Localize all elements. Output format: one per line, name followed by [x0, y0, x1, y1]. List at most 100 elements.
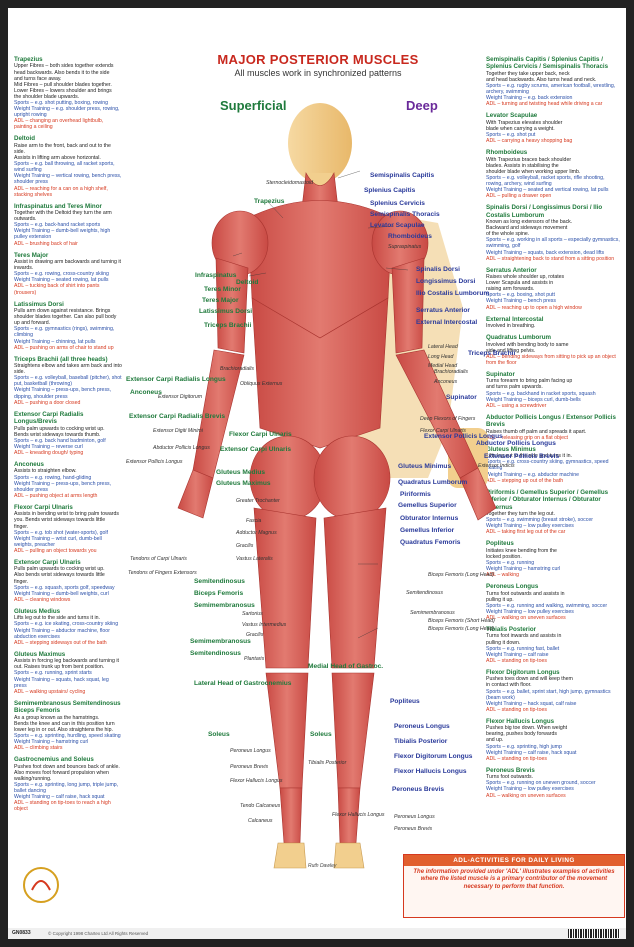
muscle-label: Teres Major	[202, 297, 239, 304]
training-line: Weight Training – dumb-bell weights, cur…	[14, 590, 109, 597]
adl-line: ADL – pushing a door closed	[14, 399, 81, 406]
muscle-label: Flexor Carpi Ulnaris	[420, 428, 466, 434]
muscle-description-line: shoulder blade when working upper limb.	[486, 168, 581, 175]
muscle-description-line: Together they take upper back, neck	[486, 70, 570, 77]
muscle-heading: Triceps Brachii (all three heads)	[14, 355, 108, 363]
muscle-description-line: Initiates knee bending from the	[486, 547, 557, 554]
muscle-label: Triceps Brachii	[468, 350, 516, 357]
adl-line: ADL – walking on uneven surfaces	[486, 792, 566, 799]
superficial-heading: Superficial	[220, 98, 287, 113]
adl-line: ADL – cleaning windows	[14, 596, 71, 603]
muscle-description-line: Assists in bending wrist to bring palm t…	[14, 511, 119, 518]
artist-signature: Ruth Dawley	[308, 863, 337, 869]
muscle-label: Biceps Femoris (Long Head)	[428, 626, 495, 632]
sports-line: Sports – e.g. back hand badminton, golf	[14, 437, 106, 444]
muscle-label: Semitendinosus	[190, 650, 241, 657]
muscle-description-line: blade when carrying a weight.	[486, 125, 555, 132]
training-line: Weight Training – calf raise, hack squat	[486, 749, 577, 756]
adl-line: ADL – carrying a heavy shopping bag	[486, 138, 573, 145]
muscle-heading: Extensor Carpi Radialis Longus/Brevis	[14, 410, 84, 426]
muscle-heading: Popliteus	[486, 540, 514, 548]
adl-line: ADL – standing on tip-toes	[486, 755, 547, 762]
muscle-label: Piriformis	[400, 491, 431, 498]
muscle-description-line: Straightens elbow and takes arm back and…	[14, 363, 122, 370]
muscle-label: Brachioradialis	[434, 369, 469, 375]
muscle-label: Tendons of Fingers Extensors	[128, 570, 197, 576]
training-line: Weight Training – e.g. shoulder press, r…	[14, 106, 120, 119]
adl-line: ADL – using a screwdriver	[486, 402, 547, 409]
training-line: Weight Training – vertical rowing, bench…	[14, 173, 122, 186]
muscle-entry: Spinalis Dorsi / Longissimus Dorsi / Ili…	[486, 204, 622, 261]
muscle-label: Extensor Carpi Radialis Brevis	[129, 413, 226, 420]
training-line: Weight Training – reverse curl	[14, 443, 83, 450]
muscle-label: Tendons of Carpi Ulnaris	[130, 556, 187, 562]
muscle-label: Splenius Cervicis	[370, 200, 425, 207]
muscle-label: Teres Minor	[204, 286, 241, 293]
muscle-label: Abductor Pollicis Longus	[476, 440, 556, 447]
muscle-label: Anconeus	[434, 379, 458, 385]
muscle-description-line: Involved with bending body to same	[486, 341, 569, 348]
muscle-label: Adductor Magnus	[236, 530, 277, 536]
muscle-label: Medial Head of Gastroc.	[308, 663, 384, 670]
training-line: Weight Training – low pulley exercises	[486, 608, 574, 615]
muscle-label: Serratus Anterior	[416, 307, 470, 314]
muscle-heading: Trapezius	[14, 56, 43, 63]
barcode-icon	[568, 929, 620, 938]
adl-line: ADL – tucking back of shirt into pants (…	[14, 283, 100, 296]
muscle-label: Extensor Digiti Minimi	[153, 428, 203, 434]
muscle-entry: Abductor Pollicis Longus / Extensor Poll…	[486, 414, 622, 441]
muscle-description-line: Lower Fibres – lowers shoulder and bring…	[14, 87, 112, 94]
muscle-description-line: Upper Fibres – both sides together exten…	[14, 63, 114, 70]
muscle-label: Gluteus Maximus	[216, 480, 271, 487]
muscle-description-line: side.	[14, 369, 25, 376]
adl-line: ADL – walking upstairs/ cycling	[14, 688, 86, 695]
muscle-label: Lateral Head	[428, 344, 458, 350]
muscle-description-line: Mid Fibres – pull shoulder blades togeth…	[14, 81, 112, 88]
adl-line: ADL – stepping up out of the bath	[486, 477, 564, 484]
muscle-label: Extensor Pollicis Brevis	[484, 453, 560, 460]
muscle-description-line: and up.	[486, 737, 504, 744]
muscle-label: Triceps Brachii	[204, 322, 252, 329]
muscle-label: Gracilis	[236, 543, 254, 549]
muscle-description-line: Together they turn the leg out.	[486, 510, 555, 517]
muscle-label: Semimembranosus	[190, 638, 251, 645]
muscle-description-line: Known as long extensors of the back.	[486, 219, 573, 226]
training-line: Weight Training – e.g. back extension	[486, 95, 573, 102]
muscle-label: Obliquus Externus	[240, 381, 283, 387]
sports-line: Sports – e.g. running, sprint starts	[14, 670, 92, 677]
muscle-label: Anconeus	[130, 389, 162, 396]
adl-line: ADL – kneading dough/ typing	[14, 449, 84, 456]
product-code: GN0833	[12, 930, 31, 936]
muscle-label: Greater Trochanter	[236, 498, 280, 504]
muscle-label: Gluteus Medius	[216, 469, 266, 476]
muscle-label: Medial Head	[428, 363, 458, 369]
muscle-description-line: of the whole spine.	[486, 231, 530, 238]
training-line: Weight Training – seated and vertical ro…	[486, 187, 609, 194]
training-line: Weight Training – wrist curl, dumb-bell …	[14, 535, 102, 548]
muscle-description-line: head backwards. Also bends it to the sid…	[14, 69, 110, 76]
sports-line: Sports – e.g. ball throwing, all racket …	[14, 161, 115, 174]
muscle-entry: Piriformis / Gemellus Superior / Gemellu…	[486, 489, 622, 536]
adl-info-box: ADL-ACTIVITIES FOR DAILY LIVING The info…	[403, 854, 625, 918]
muscle-figure	[177, 172, 497, 844]
muscle-label: Deep Flexors of Fingers	[420, 416, 476, 422]
anatomy-figure	[177, 103, 497, 869]
training-line: Weight Training – dumb-bell weights, hig…	[14, 228, 111, 241]
muscle-label: Extensor Pollicis Longus	[424, 433, 503, 440]
page-subtitle: All muscles work in synchronized pattern…	[234, 68, 402, 78]
muscle-label: Lateral Head of Gastrocnemius	[194, 680, 292, 687]
muscle-label: Vastus Intermedius	[242, 622, 287, 628]
muscle-label: Soleus	[310, 731, 332, 738]
muscle-label: Peroneus Brevis	[392, 786, 445, 793]
muscle-description-line: Turns foot outwards.	[486, 774, 534, 781]
muscle-label: Splenius Capitis	[364, 187, 416, 194]
muscle-description-line: Involved in breathing.	[486, 323, 536, 330]
muscle-heading: Anconeus	[14, 461, 44, 469]
